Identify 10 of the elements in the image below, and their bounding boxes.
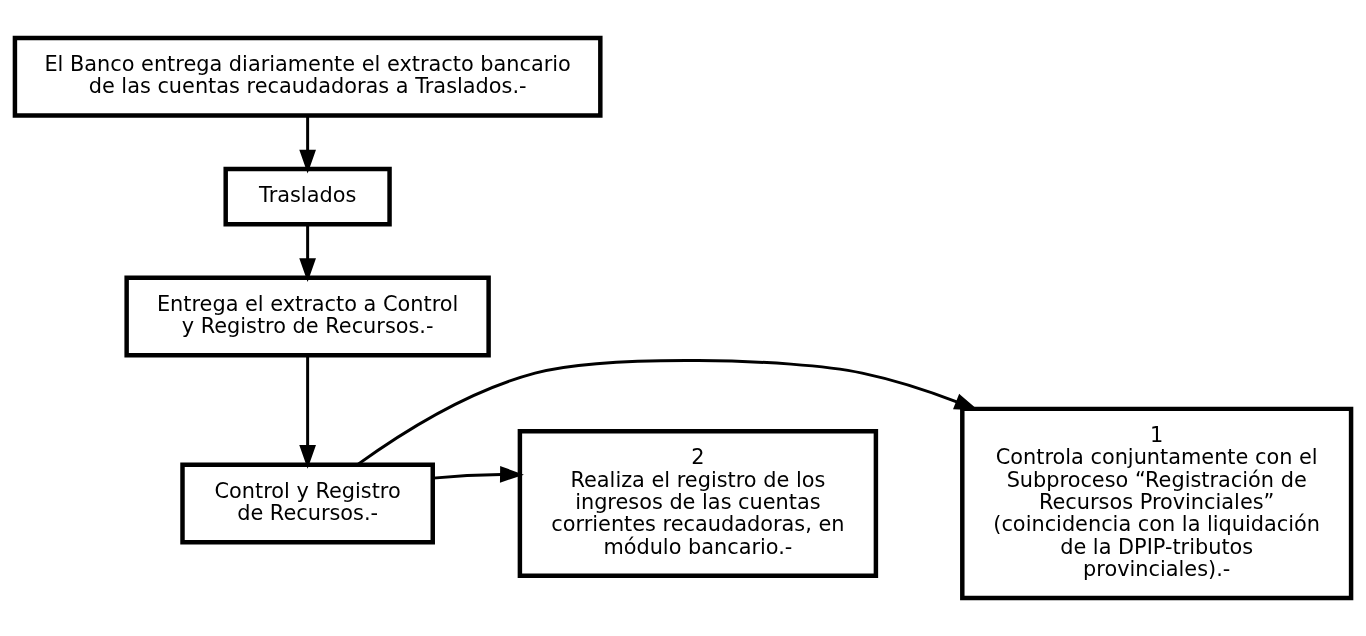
arrow: [432, 466, 524, 483]
arrow: [299, 355, 316, 469]
node-box: Control y Registro de Recursos.-: [180, 462, 435, 545]
node-box: 2 Realiza el registro de los ingresos de las cuentas corrientes recaudadoras, en módulo bancario.-: [517, 428, 879, 578]
arrow: [299, 224, 316, 283]
node-box: Entrega el extracto a Control y Registro de Recursos.-: [124, 275, 491, 358]
node-box: El Banco entrega diariamente el extracto bancario de las cuentas recaudadoras a Traslados.-: [12, 35, 603, 118]
node-box: Traslados: [223, 166, 392, 227]
node-box: 1 Controla conjuntamente con el Subproceso “Registración de Recursos Provinciales” (coincidencia con la liquidación de la DPIP-tributos provinciales).-: [960, 406, 1354, 601]
arrow: [299, 115, 316, 174]
